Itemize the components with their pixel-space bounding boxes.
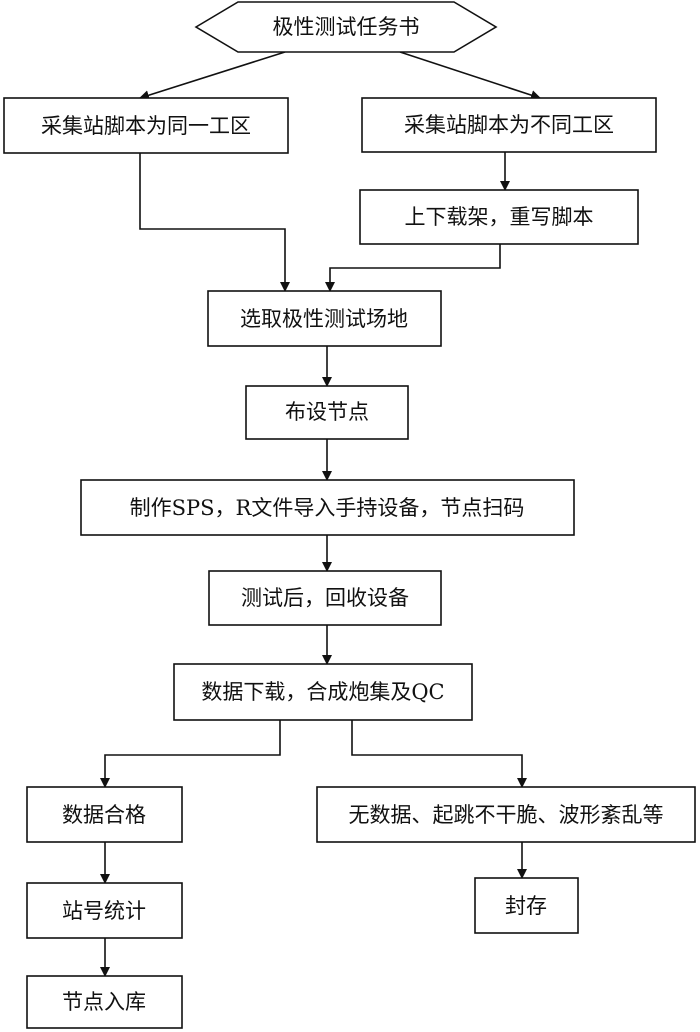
diff-script-box [361,97,657,153]
diff-script-label: 采集站脚本为不同工区 [404,113,614,137]
select-site-label: 选取极性测试场地 [240,307,408,331]
reload-label: 上下载架，重写脚本 [405,205,594,229]
node-layout-nodes: 布设节点 [245,385,409,440]
start-hexagon [194,1,498,53]
qualified-label: 数据合格 [62,803,146,827]
node-select-site: 选取极性测试场地 [207,290,442,347]
node-unqualified: 无数据、起跳不干脆、波形紊乱等 [316,786,696,843]
unqualified-label: 无数据、起跳不干脆、波形紊乱等 [349,803,664,827]
storage-box [26,975,183,1029]
layout-nodes-label: 布设节点 [285,400,369,424]
node-reload: 上下载架，重写脚本 [359,189,639,245]
storage-label: 节点入库 [62,990,146,1014]
qualified-box [26,786,183,843]
sealed-box [474,877,579,934]
node-sealed: 封存 [474,877,579,934]
reload-box [359,189,639,245]
station-stats-box [26,882,183,939]
node-download: 数据下载，合成炮集及QC [173,663,473,721]
edge-start-to-same [139,51,286,101]
node-recover: 测试后，回收设备 [208,570,442,626]
node-make-sps: 制作SPS，R文件导入手持设备，节点扫码 [80,479,575,536]
unqualified-box [316,786,696,843]
node-start: 极性测试任务书 [194,1,498,53]
start-label: 极性测试任务书 [273,15,420,39]
node-station-stats: 站号统计 [26,882,183,939]
edge-download-to-unqualified [351,720,527,788]
download-label: 数据下载，合成炮集及QC [201,680,444,704]
edge-same-to-select [139,153,290,292]
select-site-box [207,290,442,347]
station-stats-label: 站号统计 [62,899,146,923]
node-storage: 节点入库 [26,975,183,1029]
sealed-label: 封存 [505,894,547,918]
download-box [173,663,473,721]
edge-download-to-qualified [100,720,281,788]
make-sps-box [80,479,575,536]
make-sps-label: 制作SPS，R文件导入手持设备，节点扫码 [130,496,525,520]
layout-nodes-box [245,385,409,440]
edge-start-to-diff [399,51,541,100]
edge-reload-to-select [325,244,501,292]
recover-box [208,570,442,626]
edges [100,51,541,977]
same-script-label: 采集站脚本为同一工区 [41,114,251,138]
node-diff-script: 采集站脚本为不同工区 [361,97,657,153]
node-same-script: 采集站脚本为同一工区 [3,97,289,154]
node-qualified: 数据合格 [26,786,183,843]
recover-label: 测试后，回收设备 [241,586,409,610]
same-script-box [3,97,289,154]
